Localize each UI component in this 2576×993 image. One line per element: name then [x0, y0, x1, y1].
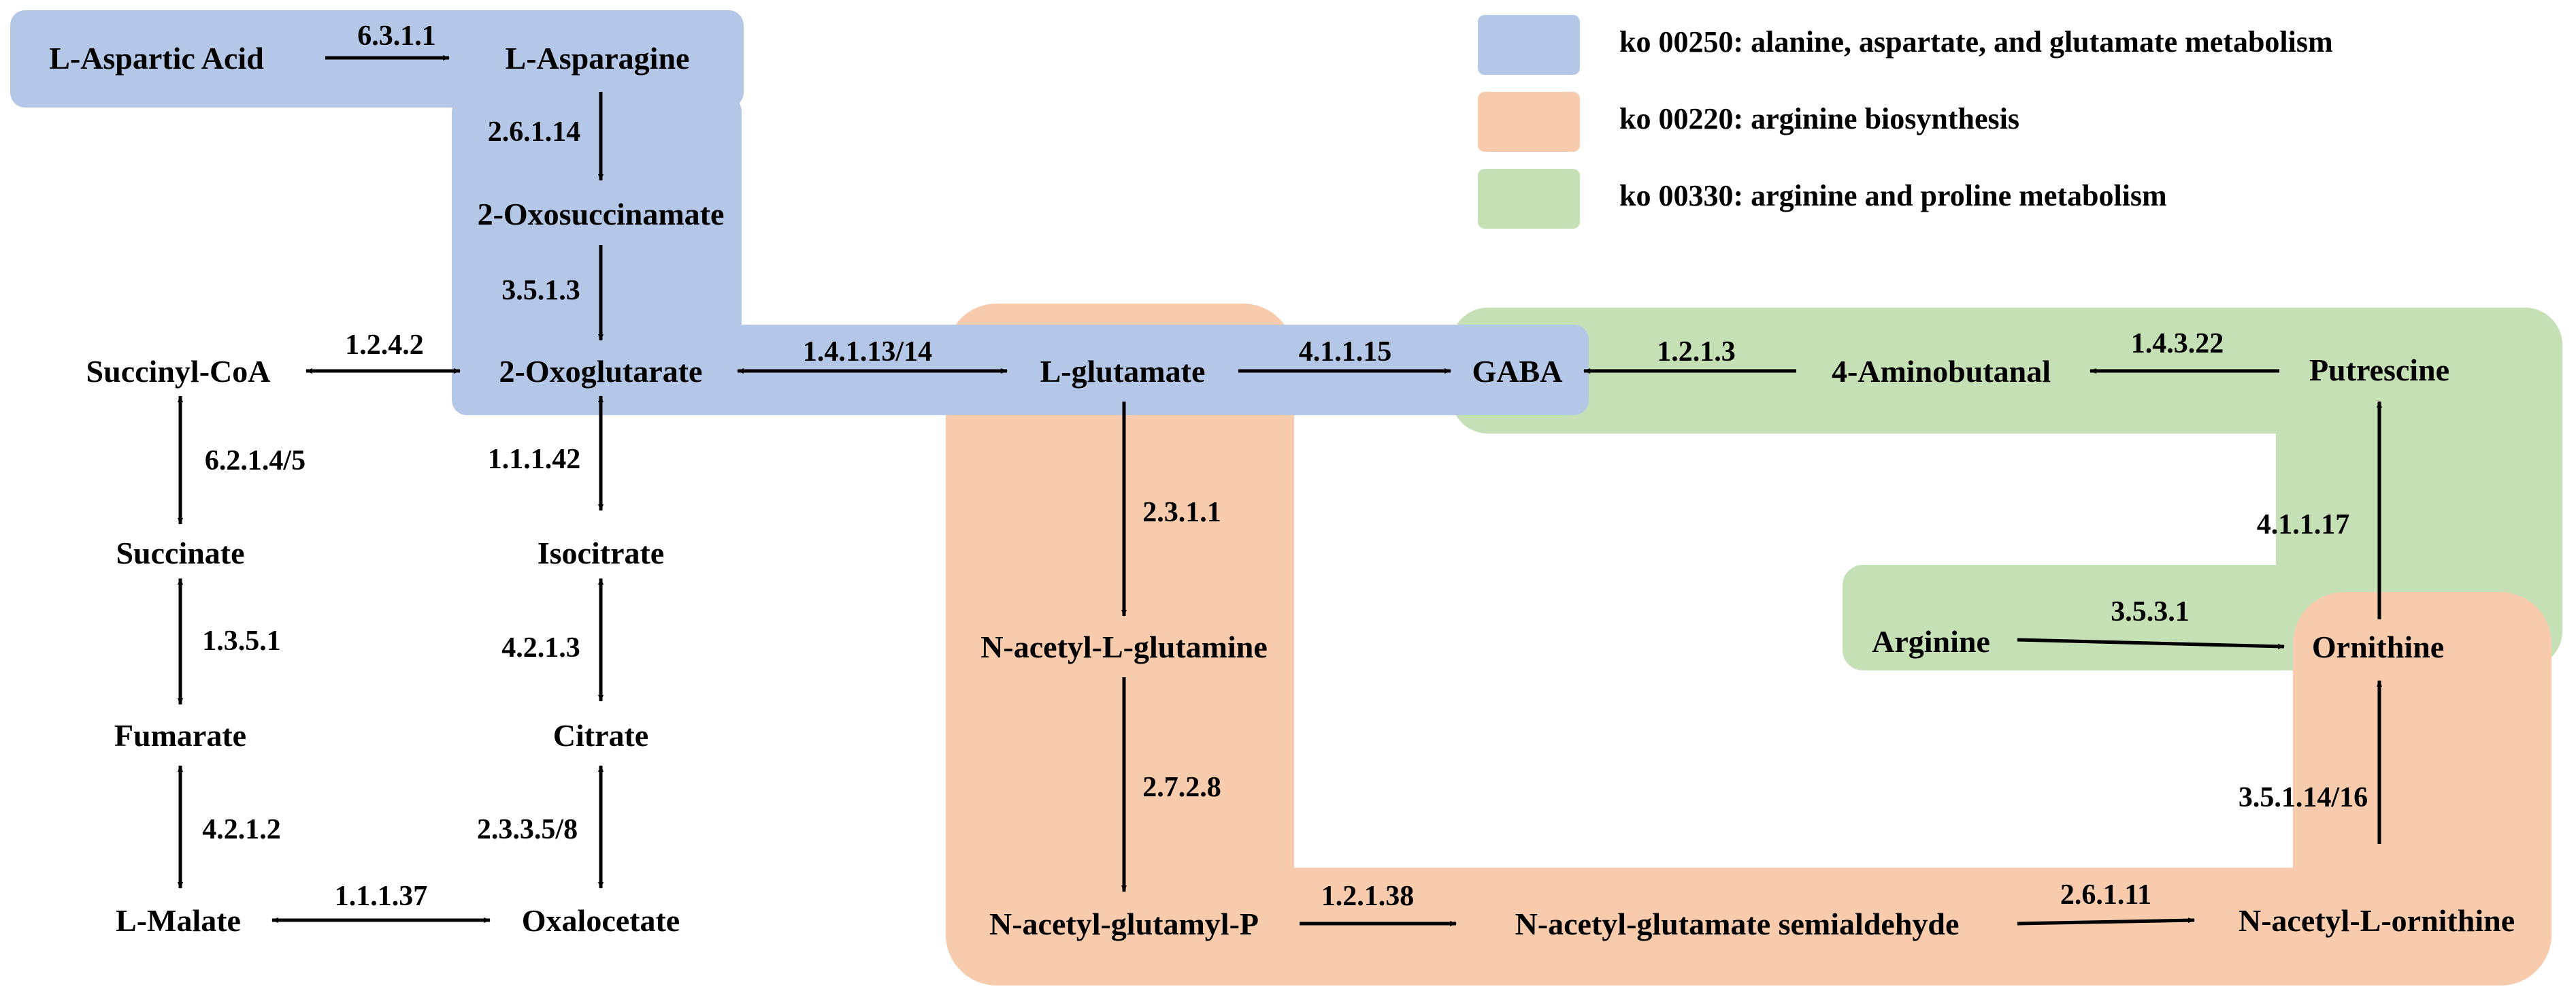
enzyme-label: 2.3.1.1: [1142, 497, 1221, 528]
region-orange-ornithine: [2293, 592, 2552, 986]
enzyme-label: 2.7.2.8: [1142, 772, 1221, 803]
enzyme-label: 3.5.3.1: [2111, 596, 2190, 628]
enzyme-labels: 6.3.1.1 2.6.1.14 3.5.1.3 1.2.4.2 6.2.1.4…: [202, 20, 2368, 912]
legend-swatch-ko00220: [1478, 92, 1580, 152]
enzyme-label: 1.2.1.38: [1321, 881, 1415, 912]
node-putrescine: Putrescine: [2309, 353, 2449, 387]
region-green-right: [2276, 308, 2562, 668]
arrow-arginine-to-ornithine: [2017, 638, 2285, 649]
enzyme-label: 4.2.1.3: [501, 632, 580, 664]
enzyme-label: 3.5.1.3: [501, 275, 580, 306]
node-ornithine: Ornithine: [2312, 630, 2444, 664]
enzyme-label: 4.1.1.17: [2257, 509, 2350, 540]
legend: ko 00250: alanine, aspartate, and glutam…: [1478, 15, 2333, 229]
enzyme-label: 3.5.1.14/16: [2239, 782, 2368, 813]
node-oxosuccinamate: 2-Oxosuccinamate: [478, 197, 725, 231]
node-acetyl-glutamate-semialdehyde: N-acetyl-glutamate semialdehyde: [1515, 907, 1960, 941]
node-succinyl-coa: Succinyl-CoA: [86, 354, 271, 389]
node-oxalocetate: Oxalocetate: [522, 903, 680, 938]
enzyme-label: 1.1.1.37: [335, 881, 428, 912]
region-blue-horizontal: [452, 325, 1589, 415]
node-citrate: Citrate: [553, 718, 648, 753]
enzyme-label: 1.4.1.13/14: [803, 336, 932, 368]
region-orange-column: [946, 304, 1294, 986]
node-acetyl-glutamine: N-acetyl-L-glutamine: [980, 630, 1268, 664]
node-asparagine: L-Asparagine: [506, 41, 690, 76]
node-aspartic-acid: L-Aspartic Acid: [49, 41, 264, 76]
region-alanine-aspartate-glutamate: [10, 10, 1589, 415]
compound-labels: L-Aspartic Acid L-Asparagine 2-Oxosuccin…: [49, 41, 2515, 941]
node-arginine: Arginine: [1872, 624, 1990, 659]
region-orange-bottom: [946, 868, 2552, 986]
node-fumarate: Fumarate: [114, 718, 246, 753]
enzyme-label: 2.6.1.11: [2060, 879, 2151, 911]
node-acetyl-ornithine: N-acetyl-L-ornithine: [2239, 903, 2515, 938]
enzyme-label: 6.2.1.4/5: [205, 445, 306, 476]
enzyme-label: 2.6.1.14: [488, 116, 581, 148]
node-aminobutanal: 4-Aminobutanal: [1832, 354, 2051, 389]
node-malate: L-Malate: [116, 903, 241, 938]
enzyme-label: 4.2.1.2: [202, 814, 281, 845]
reaction-arrows: [178, 55, 2382, 926]
node-succinate: Succinate: [116, 536, 244, 570]
node-oxoglutarate: 2-Oxoglutarate: [499, 354, 703, 389]
legend-label-ko00220: ko 00220: arginine biosynthesis: [1619, 102, 2019, 135]
legend-label-ko00250: ko 00250: alanine, aspartate, and glutam…: [1619, 25, 2333, 59]
enzyme-label: 1.1.1.42: [488, 444, 581, 475]
arrow-semialdehyde-to-acetylornithine: [2017, 917, 2195, 926]
enzyme-label: 1.4.3.22: [2131, 328, 2224, 359]
node-gaba: GABA: [1472, 354, 1563, 389]
node-isocitrate: Isocitrate: [538, 536, 664, 570]
enzyme-label: 1.2.4.2: [345, 329, 424, 361]
legend-swatch-ko00330: [1478, 169, 1580, 229]
legend-label-ko00330: ko 00330: arginine and proline metabolis…: [1619, 179, 2167, 212]
legend-swatch-ko00250: [1478, 15, 1580, 75]
enzyme-label: 1.2.1.3: [1657, 336, 1736, 368]
enzyme-label: 4.1.1.15: [1299, 336, 1392, 368]
node-glutamate: L-glutamate: [1040, 354, 1206, 389]
enzyme-label: 2.3.3.5/8: [477, 814, 578, 845]
enzyme-label: 1.3.5.1: [202, 625, 281, 657]
node-acetyl-glutamyl-p: N-acetyl-glutamyl-P: [989, 907, 1259, 941]
enzyme-label: 6.3.1.1: [357, 20, 436, 52]
